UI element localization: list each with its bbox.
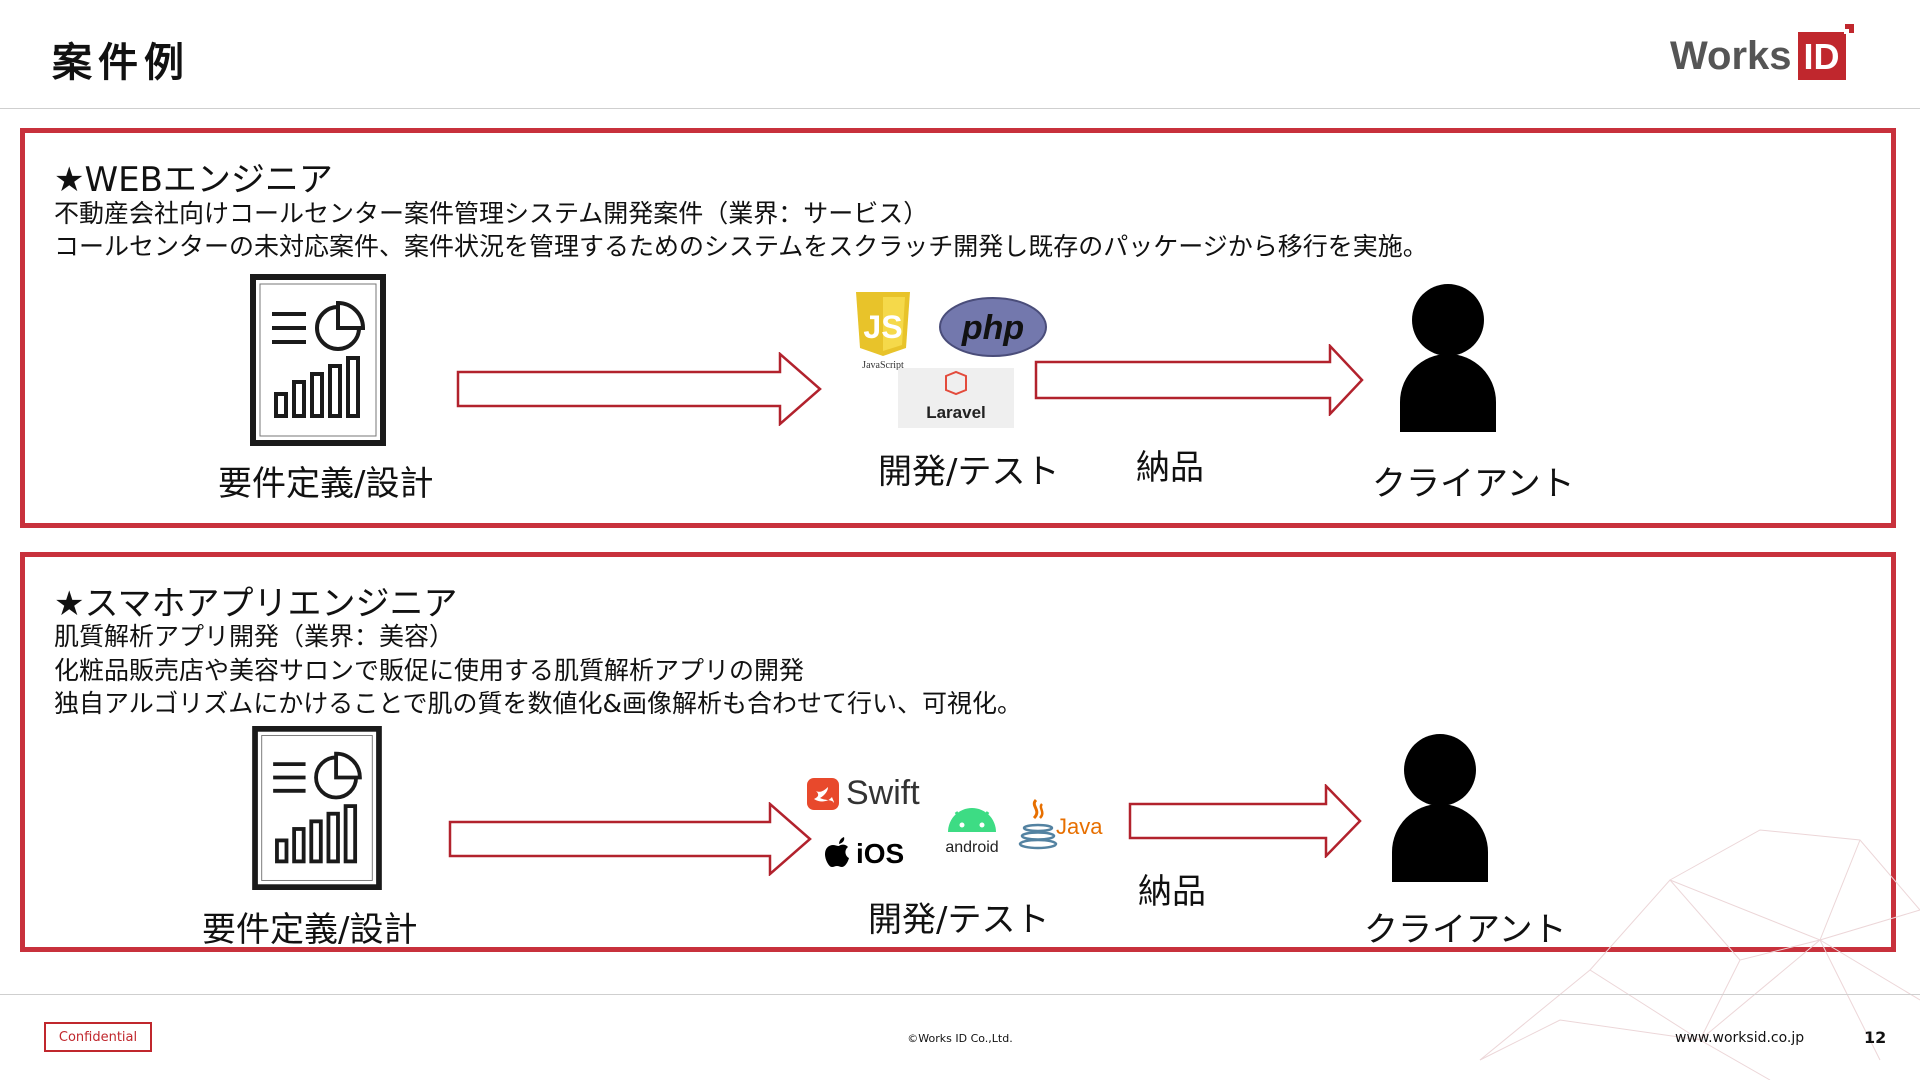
java-logo-icon: Java: [1018, 796, 1108, 856]
case-description-line: コールセンターの未対応案件、案件状況を管理するためのシステムをスクラッチ開発し既…: [54, 232, 1428, 261]
php-logo-text: php: [961, 309, 1024, 347]
right-arrow-icon: [456, 352, 824, 426]
report-chart-icon: [250, 274, 386, 446]
decorative-mesh: [1440, 820, 1920, 1084]
javascript-logo-text: JavaScript: [862, 360, 904, 370]
slide-title: 案件例: [52, 40, 190, 86]
logo-works-text: Works: [1670, 33, 1792, 78]
svg-text:JS: JS: [863, 309, 902, 345]
step-requirements-label: 要件定義/設計: [218, 464, 434, 504]
header-divider: [0, 108, 1920, 109]
laravel-logo-text: Laravel: [926, 403, 986, 422]
logo-id-mark: ID: [1797, 24, 1854, 80]
right-arrow-icon: [448, 802, 814, 876]
case-heading: ★スマホアプリエンジニア: [54, 584, 458, 624]
website-url: www.worksid.co.jp: [1675, 1030, 1805, 1046]
java-logo-text: Java: [1056, 814, 1103, 839]
person-icon: [1392, 732, 1488, 882]
javascript-logo-icon: JS JavaScript: [852, 290, 914, 374]
step-client-label: クライアント: [1372, 464, 1575, 504]
company-logo: Works ID: [1670, 24, 1854, 86]
step-delivery-label: 納品: [1138, 872, 1206, 912]
right-arrow-icon: [1034, 344, 1364, 416]
case-panel-mobile: [20, 552, 1896, 952]
step-development-label: 開発/テスト: [878, 452, 1060, 492]
step-client-label: クライアント: [1364, 910, 1567, 950]
swift-logo-icon: Swift: [806, 774, 920, 813]
case-description-line: 肌質解析アプリ開発（業界：美容）: [54, 622, 455, 651]
report-chart-icon: [252, 726, 382, 890]
swift-logo-text: Swift: [846, 774, 920, 812]
android-logo-text: android: [945, 839, 998, 856]
footer-divider: [0, 994, 1920, 995]
php-logo-icon: php: [938, 296, 1048, 362]
right-arrow-icon: [1128, 784, 1364, 858]
person-icon: [1400, 282, 1496, 432]
apple-logo-icon: iOS: [824, 836, 904, 872]
step-requirements-label: 要件定義/設計: [202, 910, 418, 950]
case-description-line: 化粧品販売店や美容サロンで販促に使用する肌質解析アプリの開発: [54, 656, 805, 685]
case-panel-web: [20, 128, 1896, 528]
step-development-label: 開発/テスト: [868, 900, 1050, 940]
copyright-text: ©Works ID Co.,Ltd.: [907, 1032, 1013, 1045]
case-heading: ★WEBエンジニア: [54, 160, 333, 200]
laravel-logo-icon: Laravel: [898, 368, 1014, 428]
case-description-line: 不動産会社向けコールセンター案件管理システム開発案件（業界：サービス）: [54, 199, 929, 228]
android-logo-icon: android: [940, 800, 1004, 864]
page-number: 12: [1864, 1028, 1887, 1047]
logo-id-text: ID: [1803, 36, 1840, 77]
step-delivery-label: 納品: [1136, 448, 1204, 488]
case-description-line: 独自アルゴリズムにかけることで肌の質を数値化&画像解析も合わせて行い、可視化。: [54, 689, 1022, 718]
confidential-badge: Confidential: [44, 1022, 152, 1052]
ios-logo-text: iOS: [856, 838, 905, 869]
